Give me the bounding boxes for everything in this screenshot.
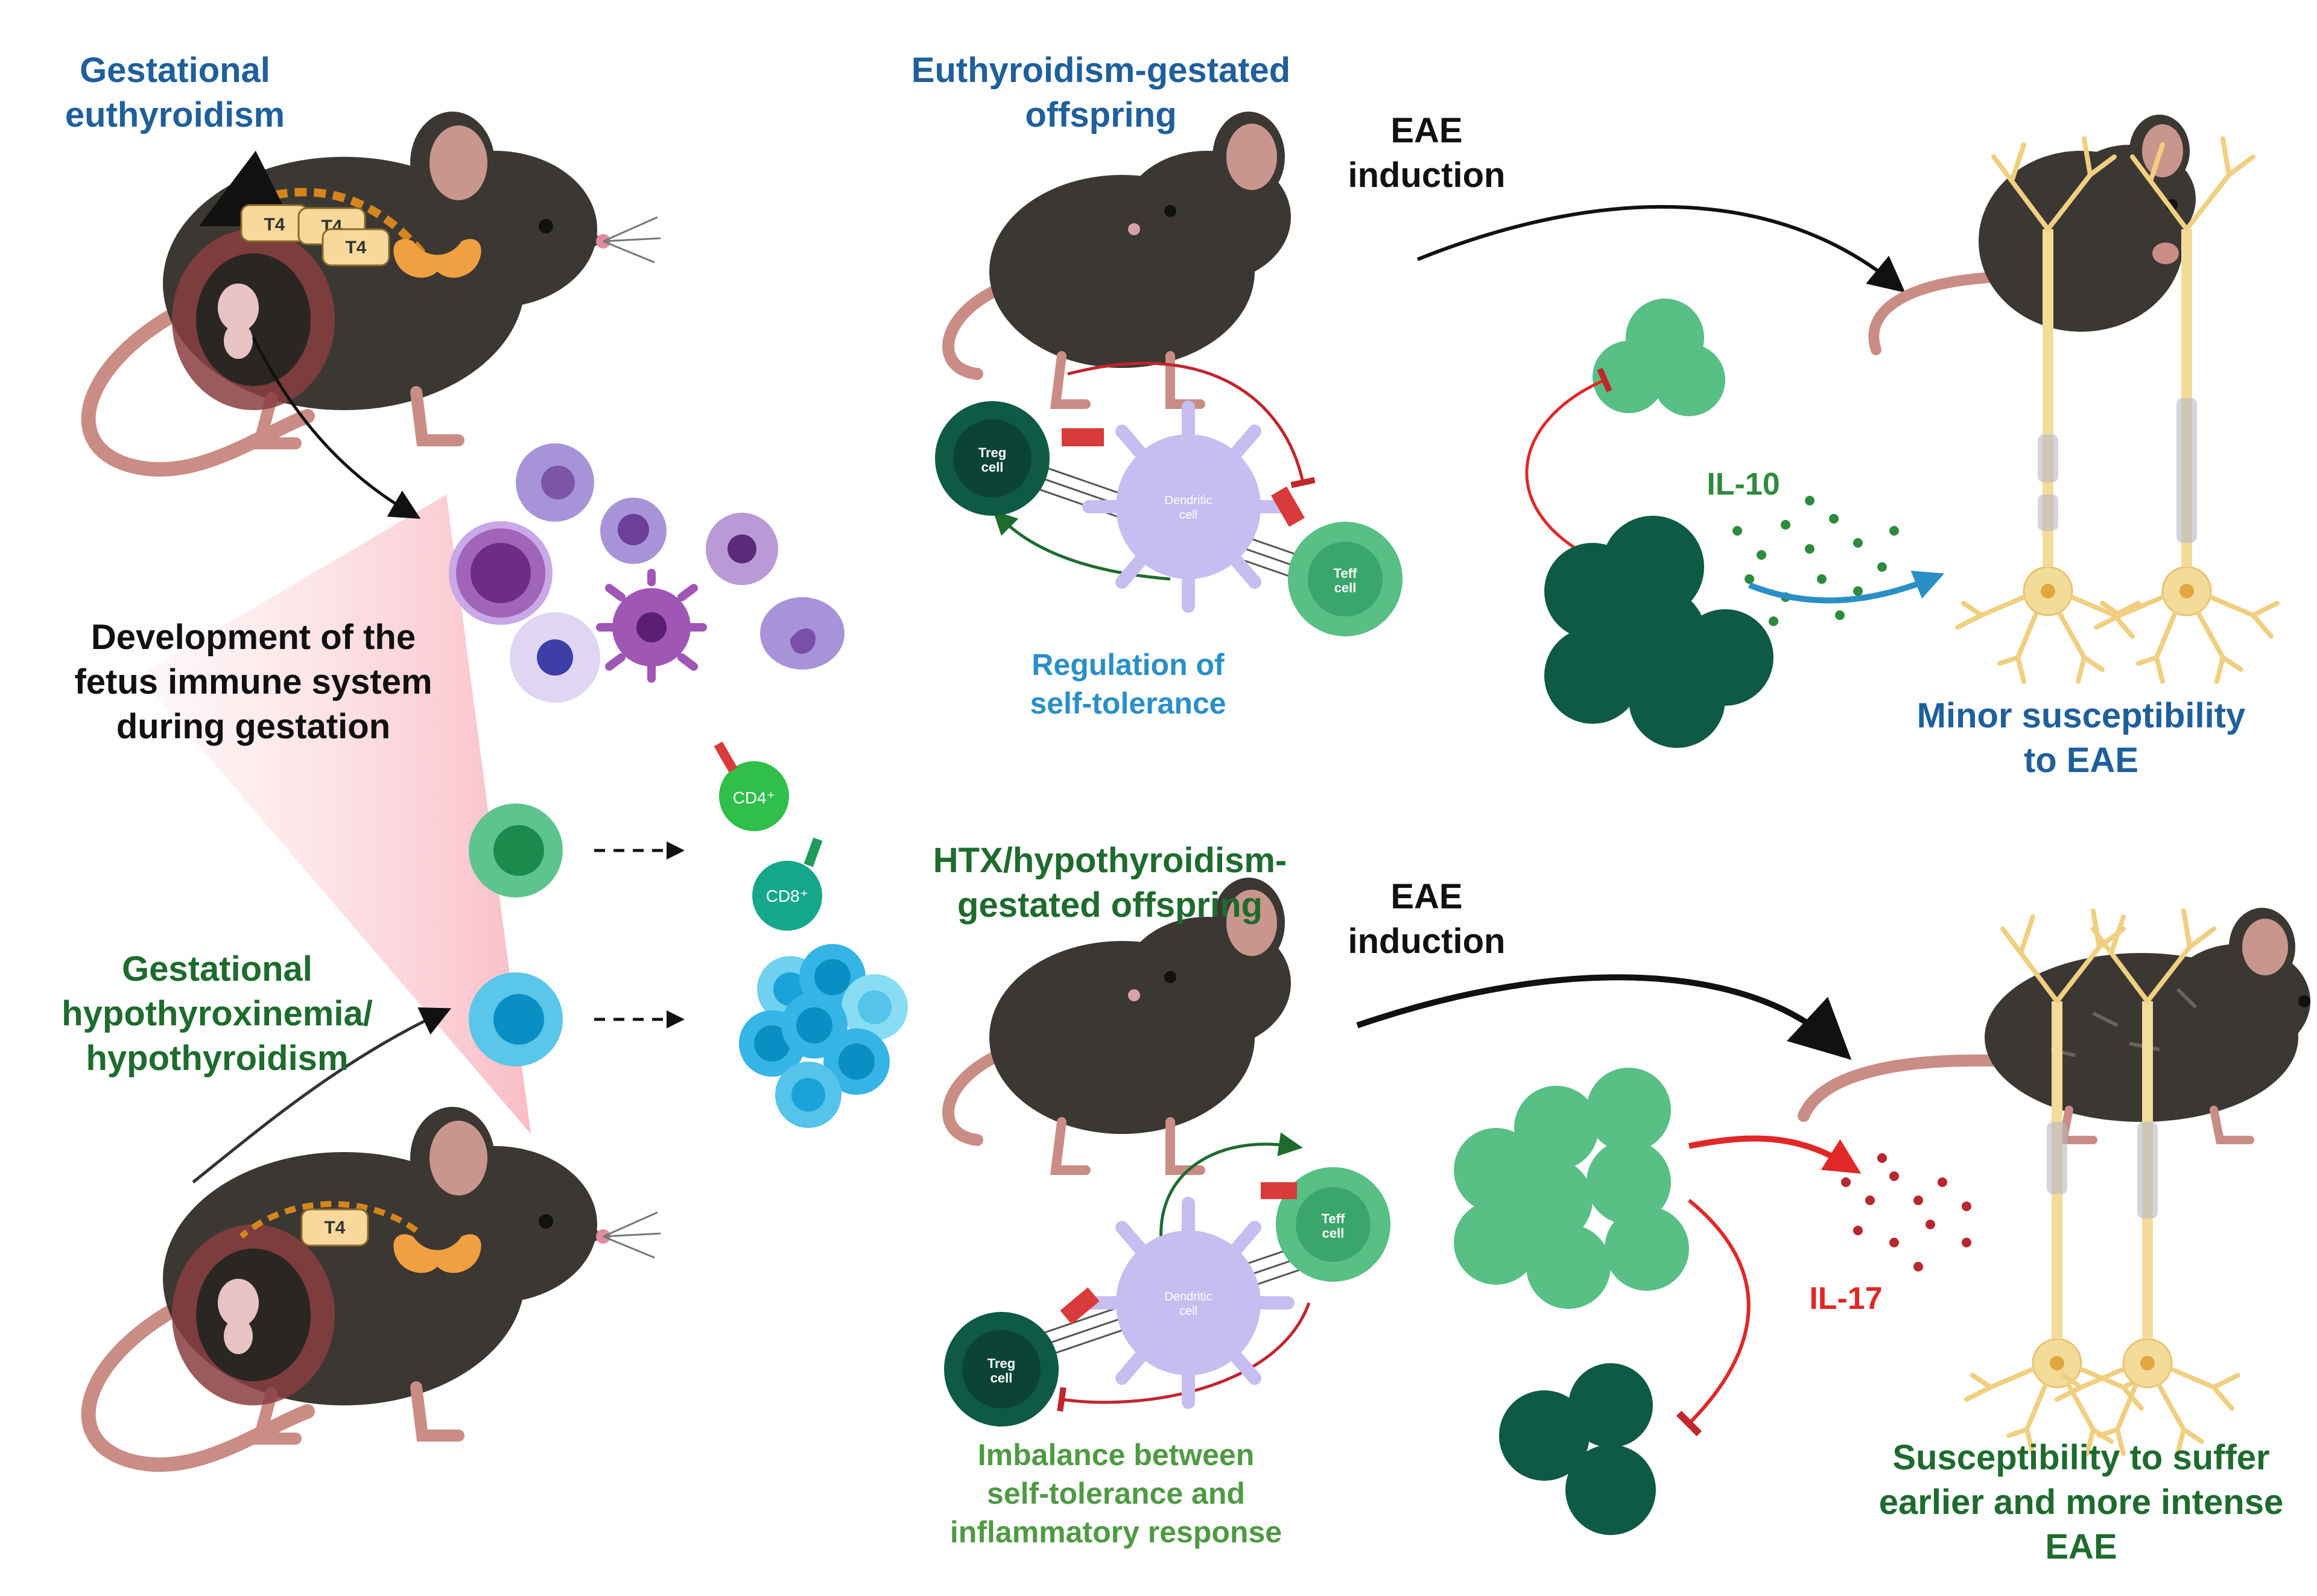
bottom-immune-synapse: Dendritic cell Treg cell Teff cell [944, 1132, 1390, 1427]
arrow-hypothyroid-to-development [192, 1007, 452, 1183]
t4-badge-d: T4 [300, 1208, 369, 1247]
arrow-euthyroid-to-development [252, 337, 421, 519]
label-il10: IL-10 [1707, 467, 1780, 502]
pregnant-mouse-hypothyroid [89, 1107, 661, 1465]
b-cell-cluster [739, 944, 908, 1128]
svg-text:Treg: Treg [987, 1356, 1015, 1371]
t4-badge-c: T4 [322, 228, 390, 267]
svg-text:Dendritic: Dendritic [1165, 1290, 1212, 1303]
svg-text:CD4⁺: CD4⁺ [733, 788, 776, 807]
svg-text:Treg: Treg [978, 445, 1006, 460]
svg-text:Teff: Teff [1334, 566, 1357, 581]
svg-text:cell: cell [1179, 508, 1197, 522]
svg-text:T4: T4 [324, 1218, 345, 1238]
treg-cluster-bottom [1499, 1363, 1656, 1535]
teff-cluster-bottom [1454, 1068, 1689, 1309]
inhibit-arrow-bottom [1676, 1199, 1751, 1437]
offspring-mouse-euthyroid [948, 112, 1291, 404]
svg-text:cell: cell [1179, 1305, 1197, 1318]
il17-arrow [1688, 1135, 1862, 1174]
svg-text:Dendritic: Dendritic [1165, 494, 1212, 507]
svg-text:T4: T4 [345, 238, 366, 258]
label-htx-offspring: HTX/hypothyroidism-gestated offspring [933, 841, 1287, 925]
il17-dots [1841, 1153, 1971, 1271]
svg-text:cell: cell [991, 1370, 1013, 1385]
svg-text:cell: cell [1322, 1226, 1345, 1241]
svg-text:cell: cell [1334, 580, 1357, 595]
pregnant-mouse-euthyroid [89, 112, 661, 469]
cd8-t-cell: CD8⁺ [752, 837, 823, 931]
il10-dots [1732, 496, 1899, 626]
top-immune-synapse: Dendritic cell Treg cell Teff cell [935, 361, 1403, 636]
t-cell-precursor [469, 803, 563, 898]
inhibit-arrow-top [1525, 367, 1612, 563]
myelin-sheaths [2038, 398, 2197, 1218]
eae-arrow-bottom [1356, 974, 1852, 1060]
treg-cluster-top [1544, 516, 1773, 748]
il10-arrow [1748, 571, 1945, 604]
label-il17: IL-17 [1809, 1281, 1883, 1316]
t4-transport-arrow-bottom [239, 1201, 418, 1239]
thyroid-icon [393, 239, 481, 278]
cd4-t-cell: CD4⁺ [714, 741, 789, 831]
svg-text:cell: cell [981, 460, 1004, 475]
t4-transport-arrow-top [198, 150, 426, 256]
teff-cluster-top [1593, 299, 1725, 416]
svg-text:CD8⁺: CD8⁺ [766, 887, 809, 905]
development-cone [139, 495, 531, 1134]
eae-arrow-top [1416, 204, 1906, 293]
eae-mouse-minor [1868, 115, 2196, 355]
innate-immune-cells [449, 443, 845, 703]
thyroid-icon-bottom [393, 1234, 481, 1273]
svg-text:T4: T4 [264, 215, 285, 235]
b-cell-precursor [469, 972, 563, 1066]
svg-text:Teff: Teff [1322, 1211, 1345, 1226]
